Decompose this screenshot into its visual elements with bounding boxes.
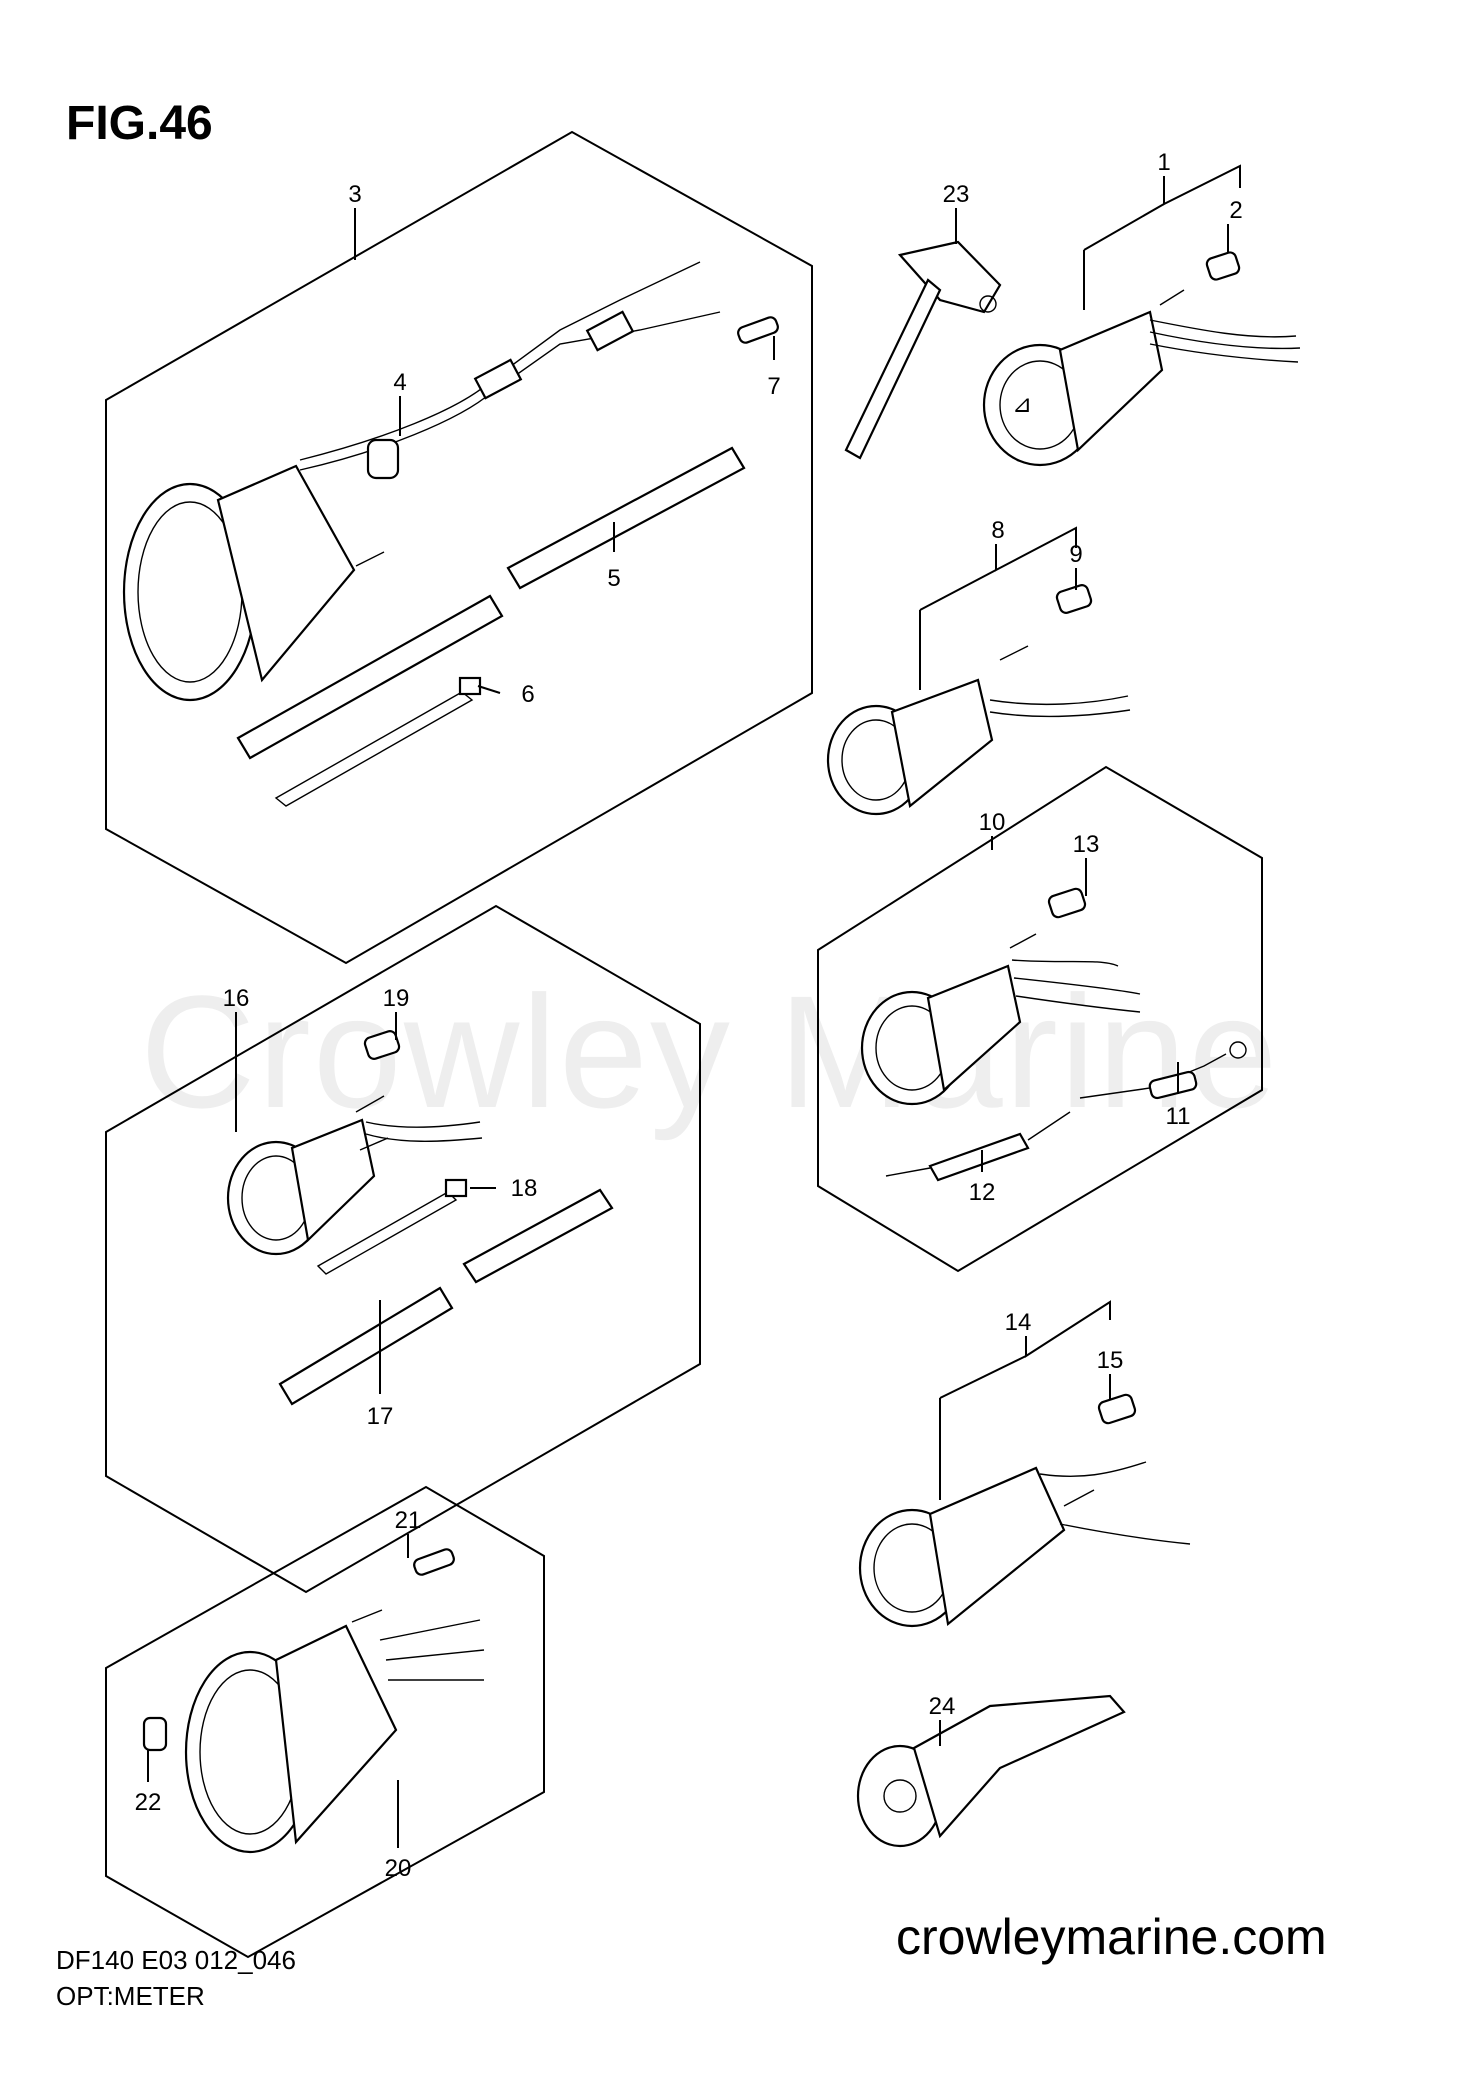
callout-24: 24 — [929, 1693, 956, 1720]
part-10-meter[interactable] — [860, 933, 1141, 1106]
part-22-bulb[interactable] — [142, 1716, 168, 1752]
callout-6: 6 — [521, 681, 534, 708]
part-15-bulb[interactable] — [1097, 1393, 1137, 1425]
part-8-meter[interactable] — [826, 645, 1131, 816]
part-6-tie[interactable] — [274, 676, 482, 807]
callout-10: 10 — [979, 809, 1006, 836]
footer-block: DF140 E03 012_046 OPT:METER — [56, 1942, 296, 2014]
callout-19: 19 — [383, 985, 410, 1012]
part-20-gauge[interactable] — [184, 1609, 485, 1854]
part-9-bulb[interactable] — [1055, 584, 1093, 615]
leader-lines — [147, 164, 1241, 1848]
part-11-lead[interactable] — [1079, 1041, 1247, 1100]
part-17-hose[interactable] — [278, 1188, 614, 1406]
callout-22: 22 — [135, 1789, 162, 1816]
part-19-bulb[interactable] — [363, 1030, 401, 1061]
website-url: crowleymarine.com — [896, 1909, 1327, 1965]
callout-13: 13 — [1073, 831, 1100, 858]
callout-5: 5 — [607, 565, 620, 592]
callout-11: 11 — [1166, 1103, 1191, 1130]
part-24-sender[interactable] — [856, 1694, 1126, 1848]
group-box-3 — [105, 130, 813, 965]
part-12-lead[interactable] — [885, 1111, 1071, 1182]
part-23-sender[interactable] — [844, 240, 1002, 460]
part-13-bulb[interactable] — [1047, 887, 1087, 919]
callout-18: 18 — [511, 1175, 538, 1202]
callout-1: 1 — [1157, 149, 1170, 176]
callout-9: 9 — [1069, 541, 1082, 568]
part-3-gauge[interactable] — [122, 261, 721, 702]
callout-15: 15 — [1097, 1347, 1124, 1374]
callout-2: 2 — [1229, 197, 1242, 224]
figure-title: FIG.46 — [66, 97, 213, 150]
callout-14: 14 — [1005, 1309, 1032, 1336]
callout-20: 20 — [385, 1855, 412, 1882]
part-16-meter[interactable] — [226, 1095, 483, 1256]
callout-16: 16 — [223, 985, 250, 1012]
part-21-bulb[interactable] — [412, 1548, 455, 1577]
section-name: OPT:METER — [56, 1981, 205, 2011]
group-box-10 — [817, 765, 1263, 1273]
part-14-meter[interactable] — [858, 1461, 1191, 1628]
model-code: DF140 E03 012_046 — [56, 1945, 296, 1975]
part-7-bulb[interactable] — [736, 316, 779, 345]
callout-7: 7 — [767, 373, 780, 400]
part-2-bulb[interactable] — [1205, 251, 1241, 281]
callout-21: 21 — [395, 1507, 422, 1534]
part-18-tie[interactable] — [316, 1178, 468, 1275]
callout-4: 4 — [393, 369, 406, 396]
callout-23: 23 — [943, 181, 970, 208]
part-4-bulb[interactable] — [366, 438, 400, 480]
group-box-16 — [105, 904, 701, 1594]
part-5-hose[interactable] — [236, 446, 746, 760]
callout-3: 3 — [348, 181, 361, 208]
callout-8: 8 — [991, 517, 1004, 544]
callout-17: 17 — [367, 1403, 394, 1430]
part-1-meter[interactable]: ⊿ — [982, 289, 1301, 467]
svg-text:⊿: ⊿ — [1012, 391, 1032, 418]
callout-12: 12 — [969, 1179, 996, 1206]
watermark-text: Crowley Marine — [140, 962, 1280, 1141]
group-box-20 — [105, 1485, 545, 1959]
